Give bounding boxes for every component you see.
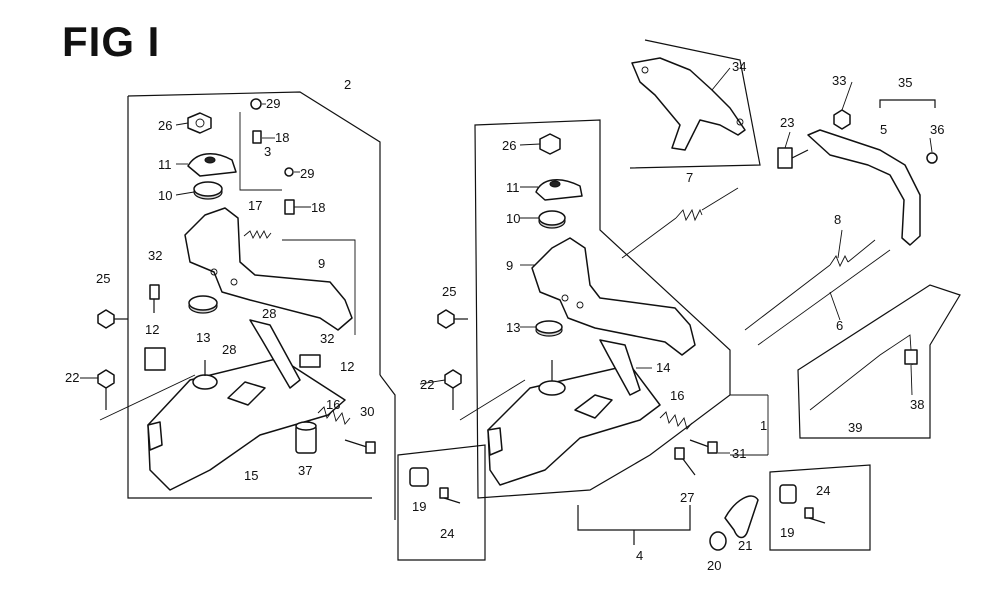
part-label-19-right: 19 — [780, 525, 794, 540]
part-label-35: 35 — [898, 75, 912, 90]
washer-13-middle — [535, 320, 563, 337]
nut-26-middle — [539, 133, 561, 155]
bolt-30 — [344, 439, 376, 454]
nut-26-left — [187, 112, 212, 134]
spring-7 — [621, 187, 739, 259]
part-labels: 1 2 3 4 5 6 7 8 9 9 10 10 11 11 12 12 13… — [65, 59, 944, 573]
part-label-36: 36 — [930, 122, 944, 137]
bracket-4 — [577, 505, 691, 545]
cap-37 — [295, 421, 317, 454]
screws-29-18 — [250, 98, 295, 215]
throttle-rod-39 — [797, 284, 961, 439]
assembly-1-frame — [459, 119, 769, 499]
plate-15 — [147, 319, 346, 491]
part-label-12-left: 12 — [145, 322, 159, 337]
bottom-right-box — [769, 464, 871, 551]
part-label-8: 8 — [834, 212, 841, 227]
part-label-26-left: 26 — [158, 118, 172, 133]
part-label-16-left: 16 — [326, 397, 340, 412]
part-label-23: 23 — [780, 115, 794, 130]
plate-14 — [487, 339, 661, 486]
part-label-19-left: 19 — [412, 499, 426, 514]
arm-11-left — [187, 153, 237, 177]
part-label-13-middle: 13 — [506, 320, 520, 335]
part-label-34: 34 — [732, 59, 746, 74]
part-label-6: 6 — [836, 318, 843, 333]
part-label-24-right: 24 — [816, 483, 830, 498]
spring-17 — [243, 229, 272, 240]
part-label-31: 31 — [732, 446, 746, 461]
part-label-16-middle: 16 — [670, 388, 684, 403]
part-label-11-left: 11 — [158, 157, 172, 172]
part-label-13-left: 13 — [196, 330, 210, 345]
part-label-18-top: 18 — [275, 130, 289, 145]
lever-35 — [777, 99, 938, 246]
spring-16-middle — [659, 411, 693, 430]
part-label-38: 38 — [910, 397, 924, 412]
clip-12-left — [144, 347, 321, 371]
part-label-37: 37 — [298, 463, 312, 478]
part-label-30: 30 — [360, 404, 374, 419]
part-label-15: 15 — [244, 468, 258, 483]
part-label-20: 20 — [707, 558, 721, 573]
bolts-31-27 — [674, 439, 718, 476]
part-label-4: 4 — [636, 548, 643, 563]
bolts-25-22-middle — [437, 309, 468, 410]
part-label-1: 1 — [760, 418, 767, 433]
part-label-10-left: 10 — [158, 188, 172, 203]
part-label-17: 17 — [248, 198, 262, 213]
part-label-29-top: 29 — [266, 96, 280, 111]
part-label-27: 27 — [680, 490, 694, 505]
part-label-28-bottom: 28 — [222, 342, 236, 357]
part-label-25-left: 25 — [96, 271, 110, 286]
bracket-9-middle — [531, 237, 696, 356]
part-label-5: 5 — [880, 122, 887, 137]
washer-10-left — [193, 181, 223, 200]
part-label-3: 3 — [264, 144, 271, 159]
spring-16-left — [317, 406, 351, 425]
part-label-7: 7 — [686, 170, 693, 185]
part-label-10-middle: 10 — [506, 211, 520, 226]
part-label-14: 14 — [656, 360, 670, 375]
part-label-26-middle: 26 — [502, 138, 516, 153]
part-label-39: 39 — [848, 420, 862, 435]
part-label-2: 2 — [344, 77, 351, 92]
part-label-29-mid: 29 — [300, 166, 314, 181]
bolts-25-32-22-left — [97, 284, 160, 410]
panel-34 — [629, 39, 761, 169]
part-label-21: 21 — [738, 538, 752, 553]
part-label-32-right: 32 — [320, 331, 334, 346]
arm-11-middle — [535, 179, 583, 201]
part-label-22-middle: 22 — [420, 377, 434, 392]
part-label-9-left: 9 — [318, 256, 325, 271]
part-label-33: 33 — [832, 73, 846, 88]
figure-title: FIG I — [62, 18, 161, 65]
bracket-9-left — [184, 207, 353, 331]
spring-8-and-rod-6 — [744, 239, 891, 346]
part-label-24-left: 24 — [440, 526, 454, 541]
part-label-9-middle: 9 — [506, 258, 513, 273]
assembly-2-frame — [99, 91, 396, 520]
part-label-25-middle: 25 — [442, 284, 456, 299]
part-label-32-left: 32 — [148, 248, 162, 263]
part-label-11-middle: 11 — [506, 180, 520, 195]
leader-lines — [80, 67, 933, 454]
bottom-left-box — [397, 444, 486, 561]
part-label-22-left: 22 — [65, 370, 79, 385]
throttle-knob-21-20 — [709, 495, 759, 551]
part-label-18-mid: 18 — [311, 200, 325, 215]
washer-13-left — [188, 295, 218, 314]
part-label-12-right: 12 — [340, 359, 354, 374]
part-label-28-top: 28 — [262, 306, 276, 321]
washer-10-middle — [538, 210, 566, 229]
